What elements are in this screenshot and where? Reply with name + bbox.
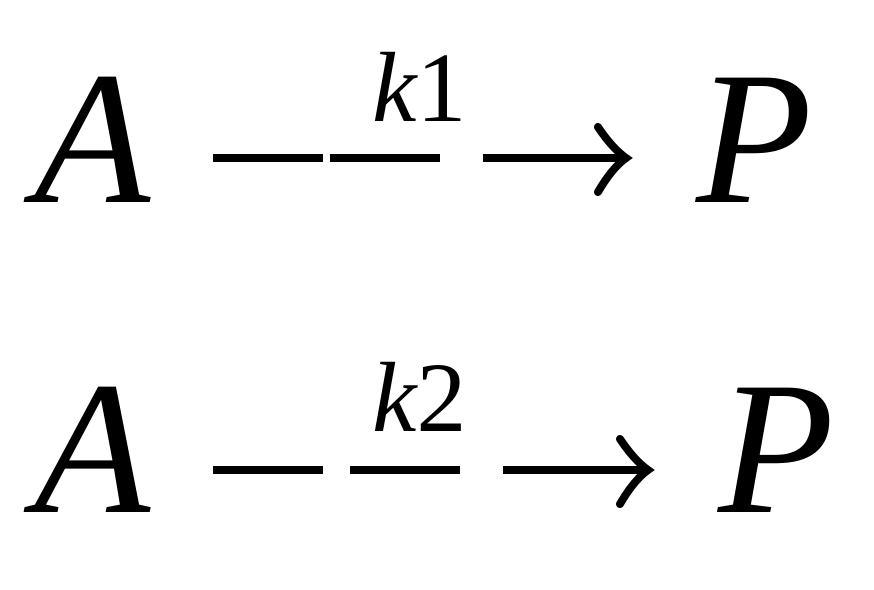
rate-symbol: k — [372, 32, 417, 143]
rate-constant-label: k1 — [372, 38, 466, 138]
reaction-2: A k2 P — [0, 330, 874, 590]
rate-index: 2 — [416, 342, 467, 453]
rate-symbol: k — [372, 342, 417, 453]
reactant-label: A — [34, 34, 151, 244]
rate-constant-label: k2 — [372, 348, 466, 448]
rate-index: 1 — [416, 32, 467, 143]
reactant-label: A — [34, 344, 151, 554]
reaction-1: A k1 P — [0, 20, 874, 280]
product-label: P — [696, 34, 813, 244]
reaction-arrow-icon — [213, 123, 633, 196]
reaction-arrow-icon — [213, 435, 655, 508]
product-label: P — [718, 344, 835, 554]
